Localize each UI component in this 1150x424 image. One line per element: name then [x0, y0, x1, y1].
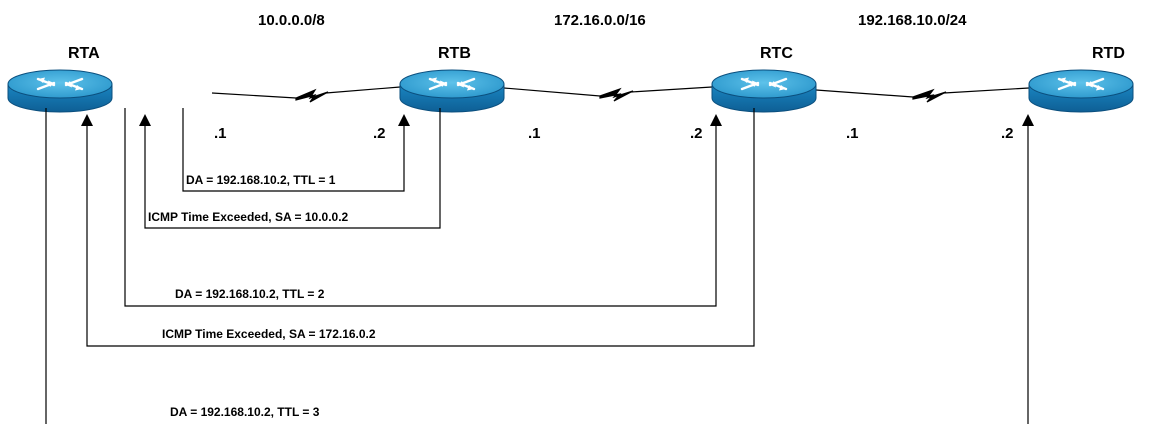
message-ttl-3: DA = 192.168.10.2, TTL = 3: [170, 405, 320, 419]
router-label-rtb: RTB: [438, 45, 471, 62]
message-ttl-2: DA = 192.168.10.2, TTL = 2: [175, 287, 325, 301]
router-label-rtd: RTD: [1092, 45, 1125, 62]
network-label-rta-rtb: 10.0.0.0/8: [258, 12, 325, 29]
trace-path-icmp-rtb: [139, 108, 441, 229]
router-rta-icon: [6, 68, 114, 114]
network-label-rtb-rtc: 172.16.0.0/16: [554, 12, 646, 29]
interface-label-rtc-left: .2: [690, 125, 703, 142]
trace-path-ttl-1: [182, 108, 410, 192]
trace-path-ttl-2: [124, 108, 722, 307]
interface-label-rtb-left: .2: [373, 125, 386, 142]
interface-label-rta: .1: [214, 125, 227, 142]
interface-label-rtb-right: .1: [528, 125, 541, 142]
interface-label-rtd: .2: [1001, 125, 1014, 142]
router-rtb-icon: [398, 68, 506, 114]
message-ttl-1: DA = 192.168.10.2, TTL = 1: [186, 173, 336, 187]
router-rtd-icon: [1027, 68, 1135, 114]
trace-path-icmp-rtc: [81, 108, 755, 347]
serial-link-rtc-rtd: [815, 87, 1030, 103]
router-label-rta: RTA: [68, 45, 100, 62]
message-icmp-time-exceeded-rtb: ICMP Time Exceeded, SA = 10.0.0.2: [148, 210, 349, 224]
router-label-rtc: RTC: [760, 45, 793, 62]
serial-link-rta-rtb: [211, 86, 401, 103]
serial-link-rtb-rtc: [503, 86, 713, 102]
interface-label-rtc-right: .1: [846, 125, 859, 142]
message-icmp-time-exceeded-rtc: ICMP Time Exceeded, SA = 172.16.0.2: [162, 327, 376, 341]
trace-path-ttl-3: [45, 108, 1034, 424]
network-label-rtc-rtd: 192.168.10.0/24: [858, 12, 967, 29]
router-rtc-icon: [710, 68, 818, 114]
